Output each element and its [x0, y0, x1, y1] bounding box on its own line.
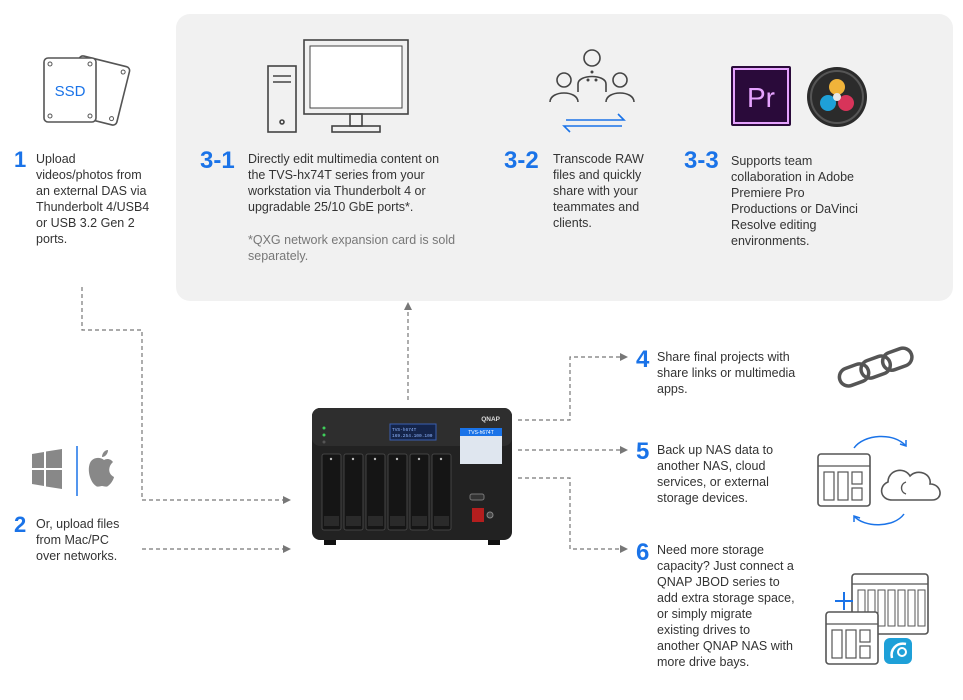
nas-side-label: TVS-h674T: [468, 430, 494, 436]
step-6-number: 6: [636, 539, 650, 566]
step-5-text: Back up NAS data to another NAS, cloud s…: [657, 443, 774, 505]
premiere-label: Pr: [747, 82, 775, 113]
ssd-drives-icon: SSD: [43, 55, 131, 126]
step-3-3-text: Supports team collaboration in Adobe Pre…: [731, 154, 858, 248]
premiere-pro-icon: Pr: [731, 66, 791, 126]
step-3-2-text: Transcode RAW files and quickly share wi…: [553, 152, 644, 230]
arrow-nas-to-share: [518, 353, 628, 421]
windows-icon: [32, 449, 62, 489]
team-share-icon: [549, 49, 635, 133]
nas-device: TVS-h674T 169.254.100.100 QNAP TVS-h674T: [312, 408, 512, 545]
apple-icon: [88, 450, 114, 487]
step-6-text: Need more storage capacity? Just connect…: [657, 543, 795, 669]
step-2-text: Or, upload files from Mac/PC over networ…: [36, 517, 120, 563]
davinci-resolve-icon: [807, 67, 867, 127]
arrow-pc-to-nas: [142, 545, 291, 553]
step-2-number: 2: [14, 512, 27, 537]
step-1-text: Upload videos/photos from an external DA…: [36, 152, 150, 246]
step-3-3-number: 3-3: [684, 147, 719, 174]
share-link-icon: [837, 346, 914, 388]
workstation-icon: [267, 39, 409, 133]
step-3-1-number: 3-1: [200, 147, 235, 174]
nas-screen-line1: TVS-h674T: [392, 427, 417, 433]
arrow-das-to-nas: [81, 287, 291, 504]
nas-lcd-screen: [389, 423, 437, 441]
workstation-panel: [176, 14, 953, 301]
nas-screen-line2: 169.254.100.100: [392, 433, 433, 439]
nas-drive-bays: [321, 453, 452, 531]
step-1-number: 1: [14, 147, 27, 172]
step-3-2-number: 3-2: [504, 147, 539, 174]
arrow-nas-to-panel: [404, 302, 412, 400]
step-5-number: 5: [636, 438, 650, 465]
ssd-label: SSD: [55, 83, 86, 100]
arrow-nas-to-backup: [518, 446, 628, 454]
step-4-text: Share final projects with share links or…: [657, 350, 796, 396]
step-3-1-note: *QXG network expansion card is sold sepa…: [248, 233, 456, 263]
nas-brand-label: QNAP: [481, 416, 500, 423]
jbod-expansion-icon: [825, 573, 929, 665]
windows-mac-icons: [32, 446, 114, 496]
step-4-number: 4: [636, 346, 650, 373]
step-3-1-text: Directly edit multimedia content on the …: [248, 152, 440, 214]
backup-nas-cloud-icon: [817, 435, 941, 526]
arrow-nas-to-expansion: [518, 477, 628, 553]
